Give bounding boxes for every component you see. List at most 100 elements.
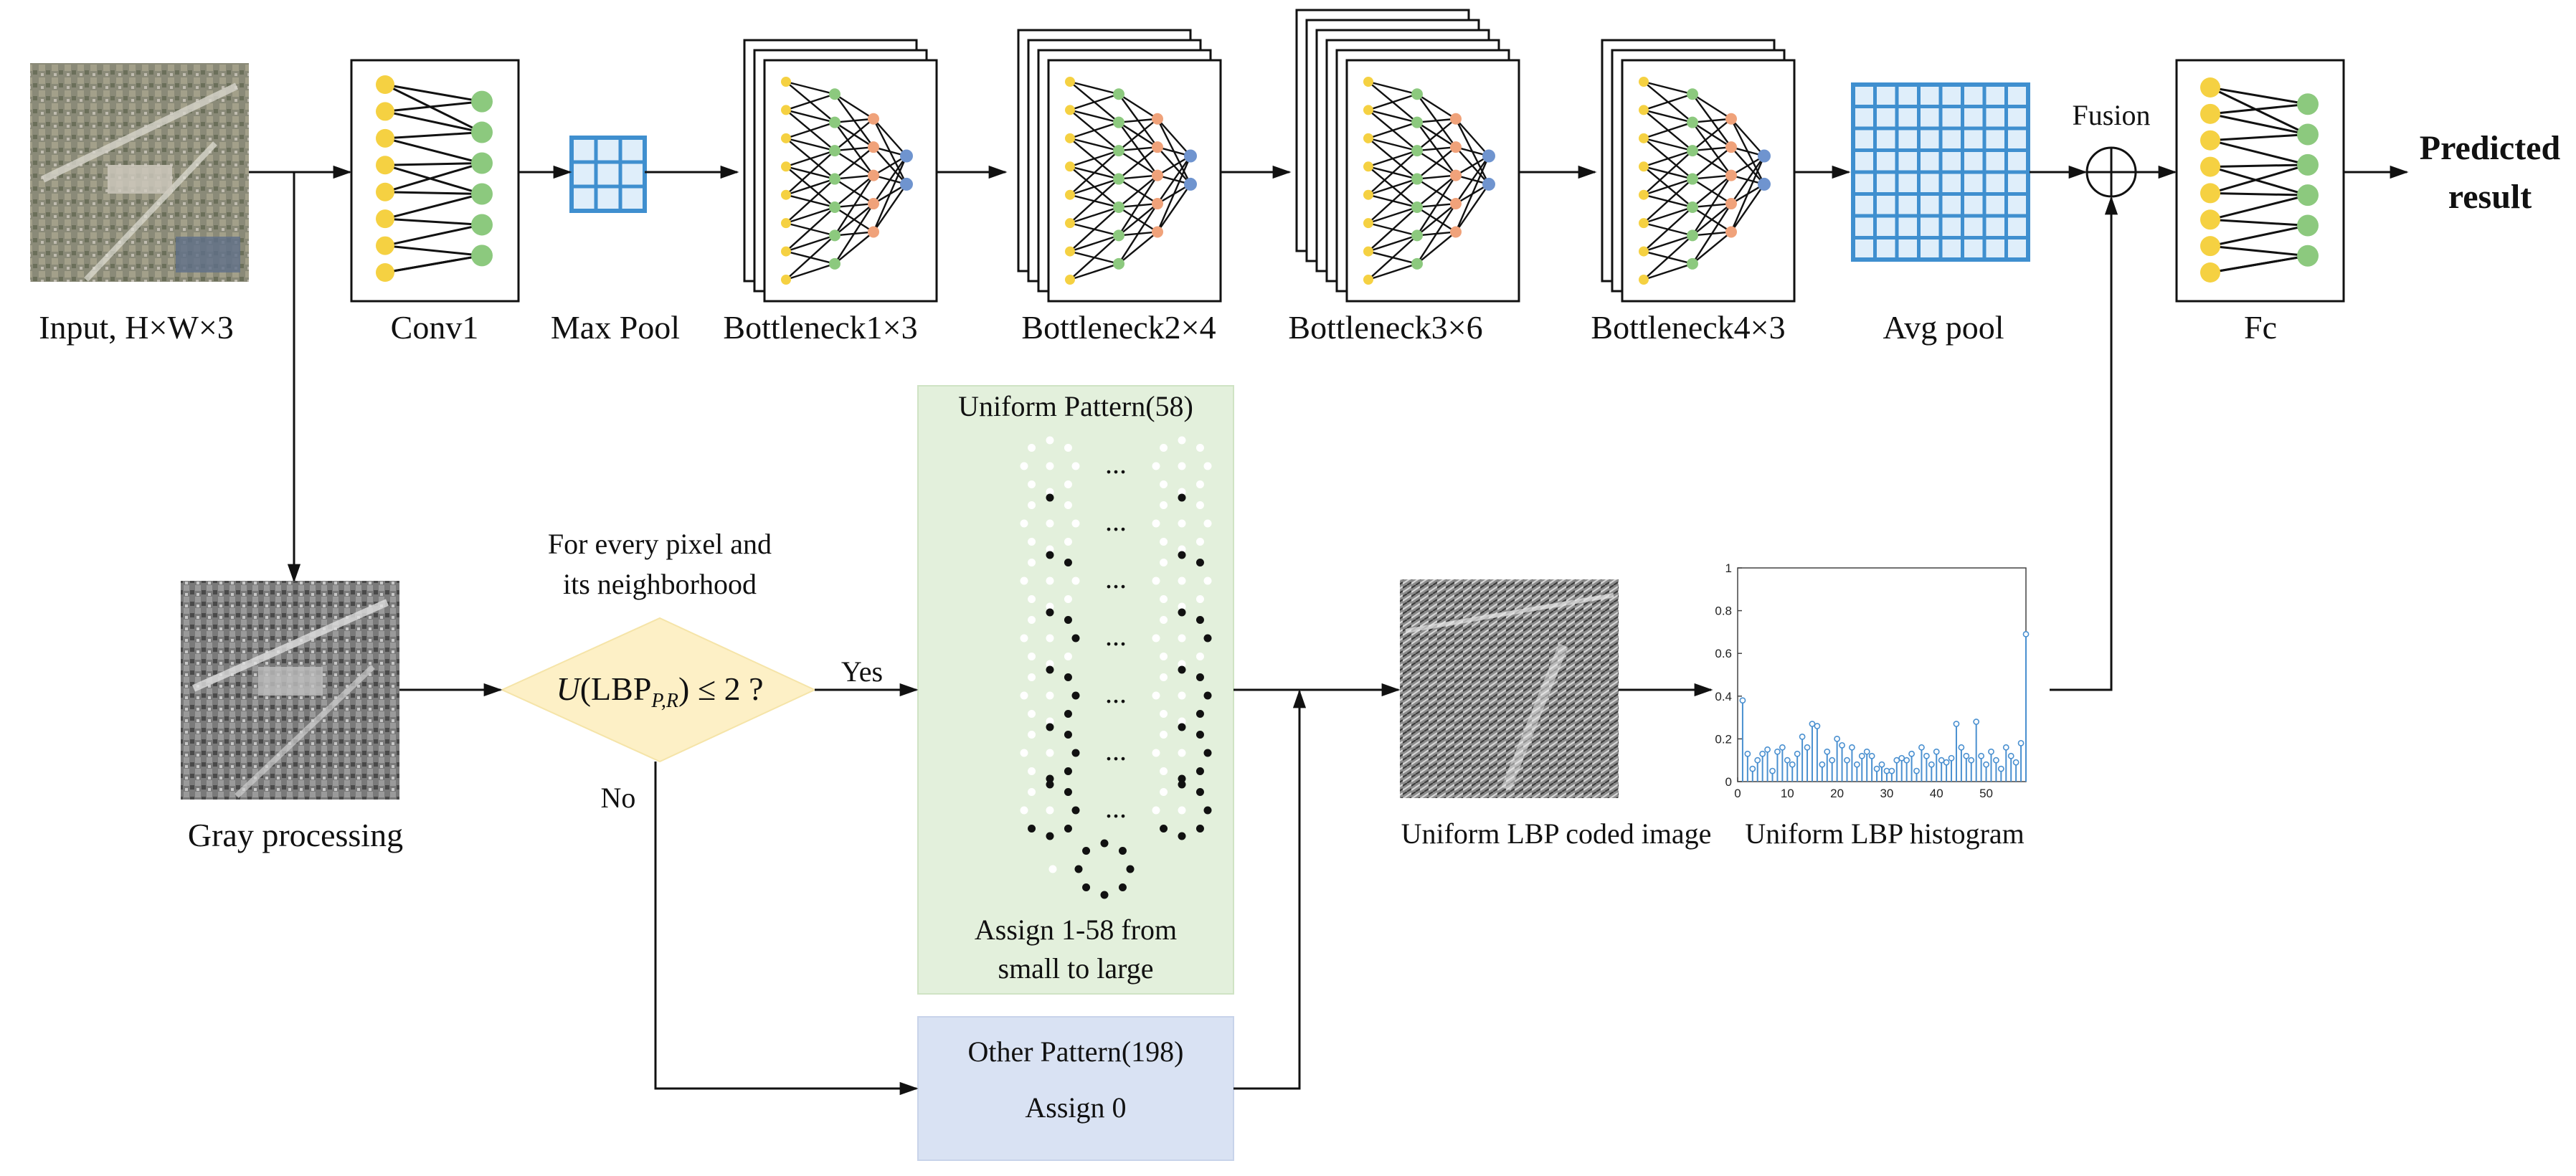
neuron-node xyxy=(1482,149,1495,163)
histogram-marker xyxy=(1844,757,1850,764)
pattern-dot xyxy=(1152,634,1160,642)
connection-line xyxy=(2210,86,2309,136)
pattern-dot xyxy=(1195,709,1204,718)
top-arrows xyxy=(249,165,2409,691)
connection-line xyxy=(1368,109,1418,123)
neuron-node xyxy=(2297,245,2319,267)
connection-line xyxy=(2210,218,2309,227)
histogram-marker xyxy=(1764,746,1771,753)
histogram-marker xyxy=(1774,748,1781,755)
pattern-dot xyxy=(1064,731,1072,739)
connection-line xyxy=(1692,174,1732,180)
connection-line xyxy=(1069,149,1119,168)
connection-line xyxy=(1118,118,1158,123)
neuron-node xyxy=(1450,226,1462,238)
pattern-dot xyxy=(1203,806,1212,815)
pattern-dot xyxy=(1028,559,1036,567)
histogram-marker xyxy=(1799,734,1806,740)
pattern-dot xyxy=(1152,462,1160,470)
neuron-node xyxy=(376,209,394,229)
histogram-marker xyxy=(1968,757,1975,764)
uniform-assign-line1: Assign 1-58 from xyxy=(975,914,1177,946)
connection-line xyxy=(785,137,835,152)
connection-line xyxy=(1368,137,1418,152)
pattern-dot xyxy=(1028,594,1036,603)
pattern-dot xyxy=(1195,537,1204,546)
neuron-node xyxy=(376,263,394,282)
pattern-dot xyxy=(1195,594,1204,603)
pattern-dot xyxy=(1160,480,1168,488)
pattern-dot xyxy=(1195,444,1204,452)
neuron-node xyxy=(1152,226,1163,238)
pattern-center-dot xyxy=(1046,462,1054,470)
pattern-dot xyxy=(1195,788,1204,797)
histogram-marker xyxy=(1898,754,1905,762)
pattern-center-dot xyxy=(1046,691,1054,700)
pattern-dot xyxy=(1071,634,1080,642)
connection-line xyxy=(1692,231,1732,265)
neuron-node xyxy=(2297,93,2319,115)
avgpool-grid xyxy=(1851,82,2030,262)
pattern-dot xyxy=(1203,519,1212,528)
pattern-dot xyxy=(1046,723,1054,731)
maxpool-label: Max Pool xyxy=(551,309,680,346)
histogram-marker xyxy=(1938,757,1945,764)
connection-line xyxy=(785,150,835,196)
pattern-dot xyxy=(1046,780,1054,789)
pattern-dot xyxy=(1028,537,1036,546)
histogram-marker xyxy=(1749,765,1756,772)
connection-line xyxy=(1691,174,1733,237)
connection-line xyxy=(1069,178,1119,196)
neuron-node xyxy=(471,90,493,113)
connection-line xyxy=(1368,150,1418,196)
connection-line xyxy=(1069,137,1119,152)
pattern-dot xyxy=(1064,767,1072,775)
neuron-node xyxy=(471,214,493,236)
pattern-center-dot xyxy=(1046,519,1054,528)
neuron-node xyxy=(1363,77,1373,87)
histogram-marker xyxy=(1997,765,2004,772)
histogram-marker xyxy=(1839,741,1845,749)
pattern-dot xyxy=(1046,488,1054,496)
pattern-dot xyxy=(1152,577,1160,585)
neuron-node xyxy=(1639,133,1649,143)
connection-line xyxy=(1416,174,1457,208)
neuron-node xyxy=(1725,141,1737,153)
connection-line xyxy=(384,191,483,195)
y-tick-label: 0.6 xyxy=(1715,647,1732,660)
pattern-dot xyxy=(1203,634,1212,642)
neuron-node xyxy=(1363,133,1373,143)
connection-line xyxy=(2210,166,2309,196)
connection-line xyxy=(833,203,875,265)
connection-line xyxy=(1368,262,1418,281)
neuron-node xyxy=(1065,218,1075,229)
neuron-node xyxy=(376,236,394,255)
pattern-dot xyxy=(1064,480,1072,488)
pattern-ellipsis: ... xyxy=(1105,620,1127,652)
pattern-dot xyxy=(1203,577,1212,585)
pattern-dot xyxy=(1064,616,1072,625)
connection-line xyxy=(1643,178,1693,196)
neuron-node xyxy=(1363,189,1373,200)
connection-line xyxy=(1643,262,1693,281)
connection-line xyxy=(1692,203,1732,237)
connection-line xyxy=(1368,178,1418,196)
neuron-node xyxy=(781,189,791,200)
histogram-marker xyxy=(1923,752,1930,759)
connection-line xyxy=(2210,224,2309,247)
connection-line xyxy=(1118,146,1158,180)
connection-line xyxy=(1455,118,1490,157)
pattern-dot xyxy=(1195,616,1204,625)
pattern-dot xyxy=(1071,519,1080,528)
connection-line xyxy=(1643,150,1693,196)
neuron-node xyxy=(1450,198,1462,210)
connection-line xyxy=(1416,174,1457,237)
pattern-dot xyxy=(1046,665,1054,674)
y-tick-label: 0 xyxy=(1725,775,1732,789)
connection-line xyxy=(785,234,835,280)
pattern-dot xyxy=(1152,749,1160,757)
connection-line xyxy=(2210,163,2309,194)
neuron-node xyxy=(1411,201,1423,213)
pattern-dot xyxy=(1064,559,1072,567)
pattern-center-dot xyxy=(1178,519,1186,528)
